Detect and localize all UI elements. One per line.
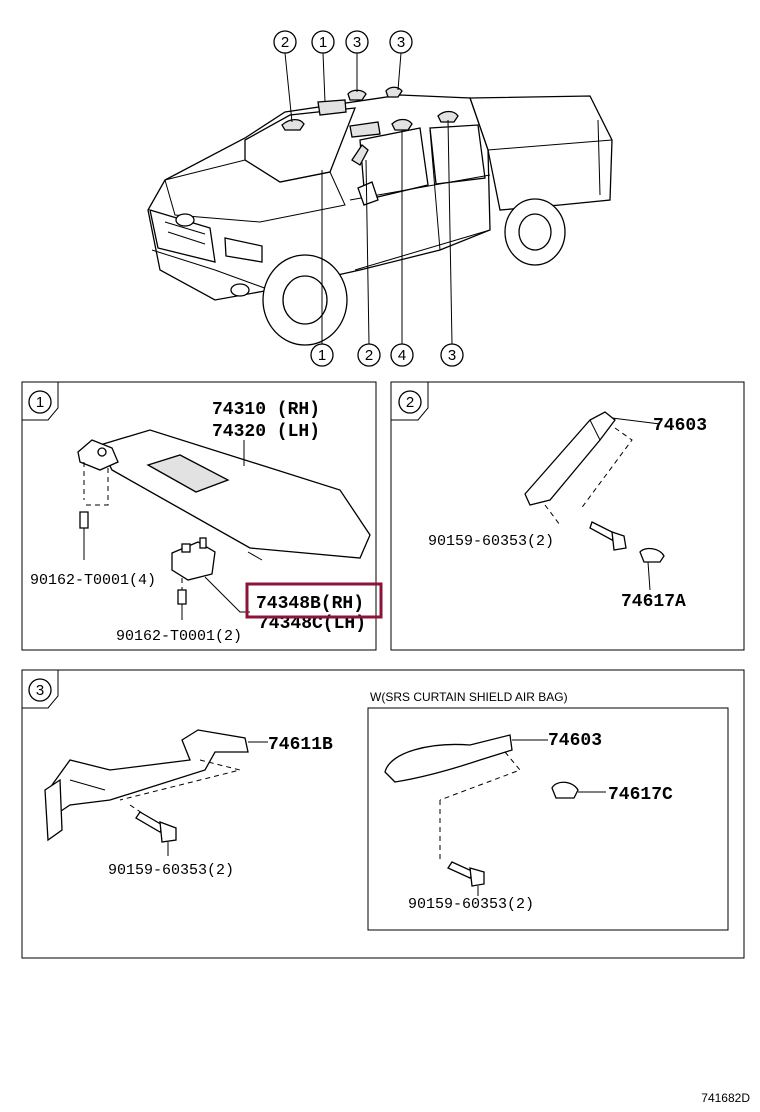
assist-grip-shape <box>524 411 616 506</box>
callout-number: 2 <box>365 347 373 364</box>
callout-number: 3 <box>448 347 456 364</box>
panel-number: 3 <box>36 682 44 699</box>
label-visor-rh: 74310 (RH) <box>212 400 320 420</box>
sun-visor-shape <box>99 429 371 559</box>
panel-3-assist-grip: 3 74611B 90159-60353(2) W(SRS CURTAIN SH… <box>21 669 745 959</box>
label-screw-upper: 90162-T0001(4) <box>30 572 156 589</box>
label-visor-lh: 74320 (LH) <box>212 422 320 442</box>
label-grip: 74603 <box>653 416 707 436</box>
label-grip: 74611B <box>268 735 333 755</box>
vehicle-callouts-top: 2 1 3 3 <box>273 30 413 123</box>
panel-1-sun-visor: 1 74310 (RH) 74320 (LH) 90162-T0001(4) 9… <box>21 381 383 651</box>
figure-id: 741682D <box>701 1091 750 1105</box>
label-holder-rh: 74348B(RH) <box>256 594 364 614</box>
label-sub-grip: 74603 <box>548 731 602 751</box>
label-sub-bolt: 90159-60353(2) <box>408 896 534 913</box>
panel-number: 2 <box>406 394 414 411</box>
callout-number: 3 <box>353 34 361 51</box>
callout-number: 1 <box>318 347 326 364</box>
highlight-box <box>245 582 383 619</box>
panel-number: 1 <box>36 394 44 411</box>
sub-assist-grip-shape <box>384 734 513 783</box>
label-bolt: 90159-60353(2) <box>428 533 554 550</box>
callout-number: 2 <box>281 34 289 51</box>
vanity-mirror <box>146 454 230 493</box>
label-screw-lower: 90162-T0001(2) <box>116 628 242 645</box>
panel-2-assist-grip: 2 74603 90159-60353(2) 74617A <box>390 381 745 651</box>
label-sub-cover: 74617C <box>608 785 673 805</box>
label-cover: 74617A <box>621 592 686 612</box>
assist-grip-shape <box>51 729 249 817</box>
sub-box <box>367 707 729 931</box>
pickup-truck-illustration <box>147 86 613 346</box>
callout-number: 1 <box>319 34 327 51</box>
label-bolt: 90159-60353(2) <box>108 862 234 879</box>
label-sub-caption: W(SRS CURTAIN SHIELD AIR BAG) <box>370 690 568 704</box>
label-holder-lh: 74348C(LH) <box>258 614 366 634</box>
vehicle-callouts-bottom: 1 2 4 3 <box>310 119 464 367</box>
callout-number: 3 <box>397 34 405 51</box>
callout-number: 4 <box>398 347 406 364</box>
